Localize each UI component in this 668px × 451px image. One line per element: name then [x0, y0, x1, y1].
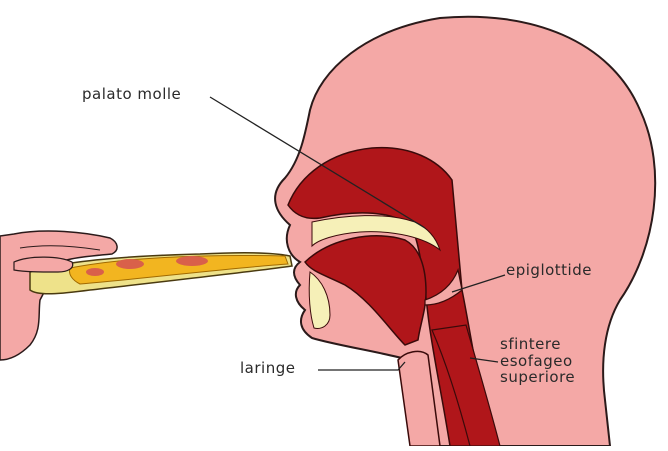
label-upper-esophageal-sphincter: sfintere esofageo superiore	[500, 336, 575, 386]
pepperoni	[86, 268, 104, 276]
pepperoni	[116, 259, 144, 269]
pepperoni	[176, 256, 208, 266]
label-sphincter-line-3: superiore	[500, 369, 575, 386]
label-sphincter-line-2: esofageo	[500, 353, 575, 370]
label-larynx: laringe	[240, 360, 295, 377]
thumb	[14, 257, 73, 272]
label-soft-palate: palato molle	[82, 86, 181, 103]
leader-line-larynx	[318, 362, 405, 370]
label-sphincter-line-1: sfintere	[500, 336, 575, 353]
label-epiglottis: epiglottide	[506, 262, 592, 279]
